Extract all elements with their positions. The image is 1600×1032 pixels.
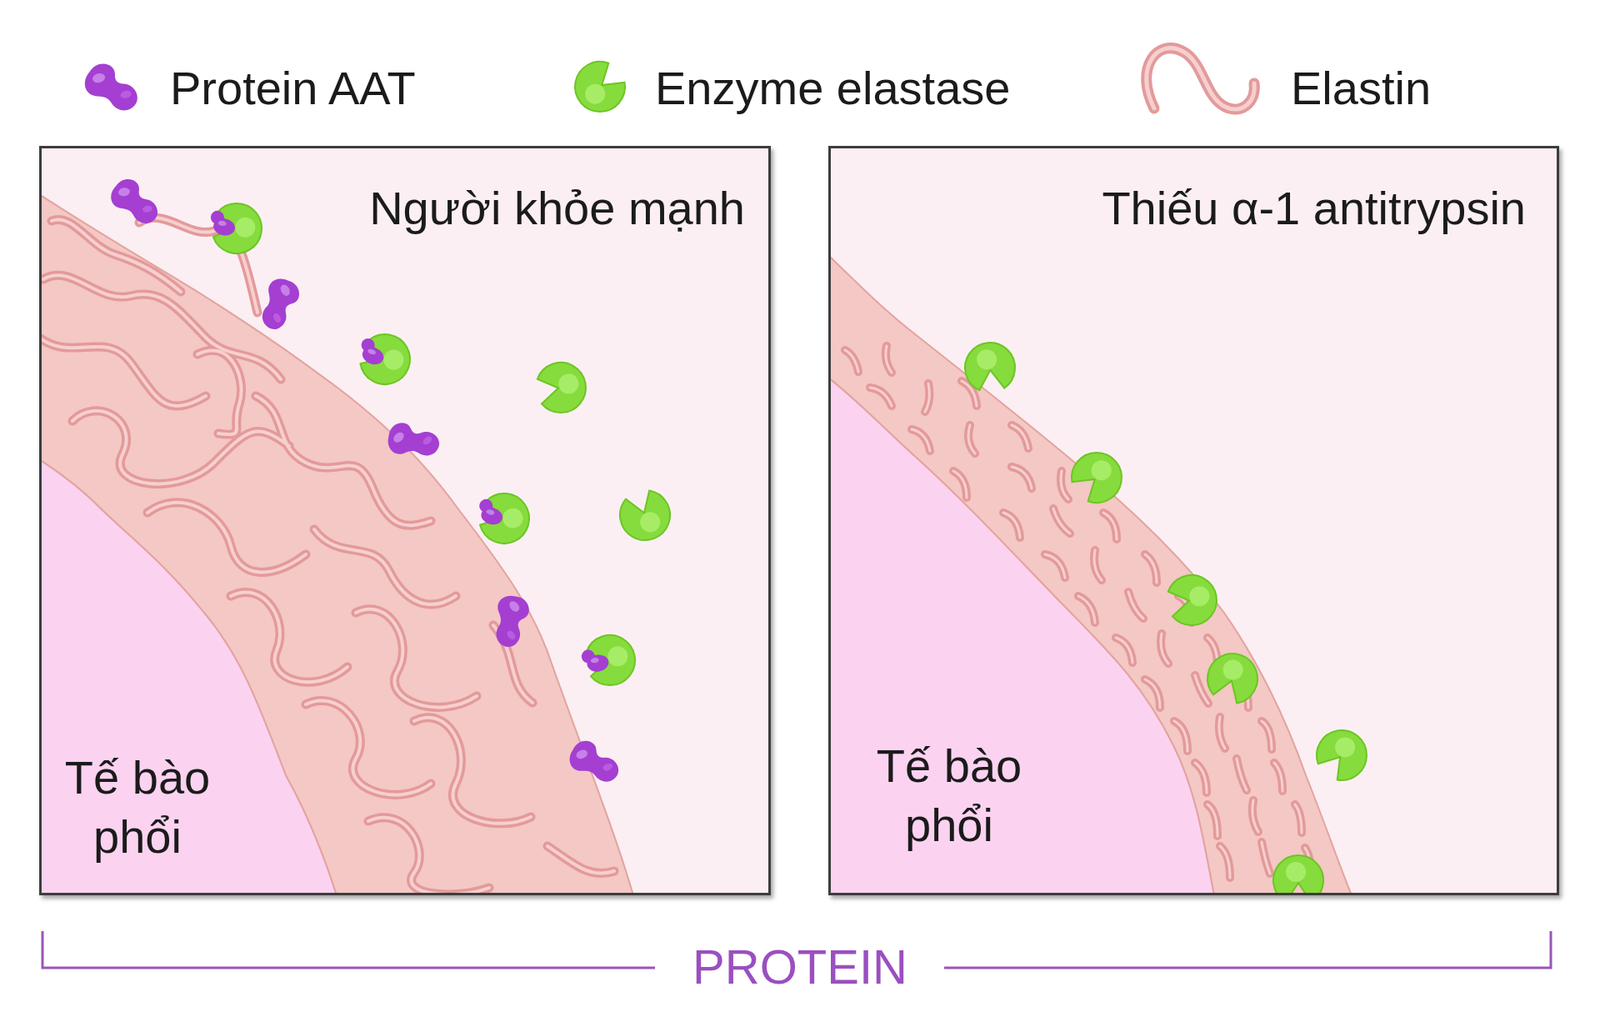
- lung-cell-region: Tế bào phổi: [39, 459, 340, 895]
- legend-aat-sample: [80, 56, 141, 120]
- panel-title: Người khỏe mạnh: [369, 180, 745, 236]
- legend-label: Elastin: [1290, 60, 1431, 116]
- region-shape: [828, 377, 1215, 895]
- legend-elastase-sample: [565, 53, 633, 122]
- region-outline: [828, 377, 1217, 895]
- cell-label: Tế bào phổi: [39, 747, 238, 866]
- legend-label: Enzyme elastase: [655, 60, 1010, 116]
- region-shape: [39, 459, 337, 895]
- panel-title: Thiếu α-1 antitrypsin: [1101, 180, 1526, 236]
- panel-box: Thiếu α-1 antitrypsin Tế bào phổi: [828, 145, 1560, 895]
- lung-cell-region: Tế bào phổi: [828, 377, 1217, 895]
- bracket-line: [944, 930, 1551, 968]
- legend-elastin-sample-core: [1146, 48, 1255, 110]
- legend-elastin-sample: [1146, 48, 1255, 110]
- bracket-label: PROTEIN: [692, 937, 908, 996]
- region-outline: [39, 459, 340, 895]
- panel-box: Người khỏe mạnh Tế bào phổi: [39, 145, 771, 895]
- cell-label: Tế bào phổi: [849, 735, 1050, 855]
- legend-label: Protein AAT: [170, 60, 416, 116]
- bracket-line: [42, 930, 655, 968]
